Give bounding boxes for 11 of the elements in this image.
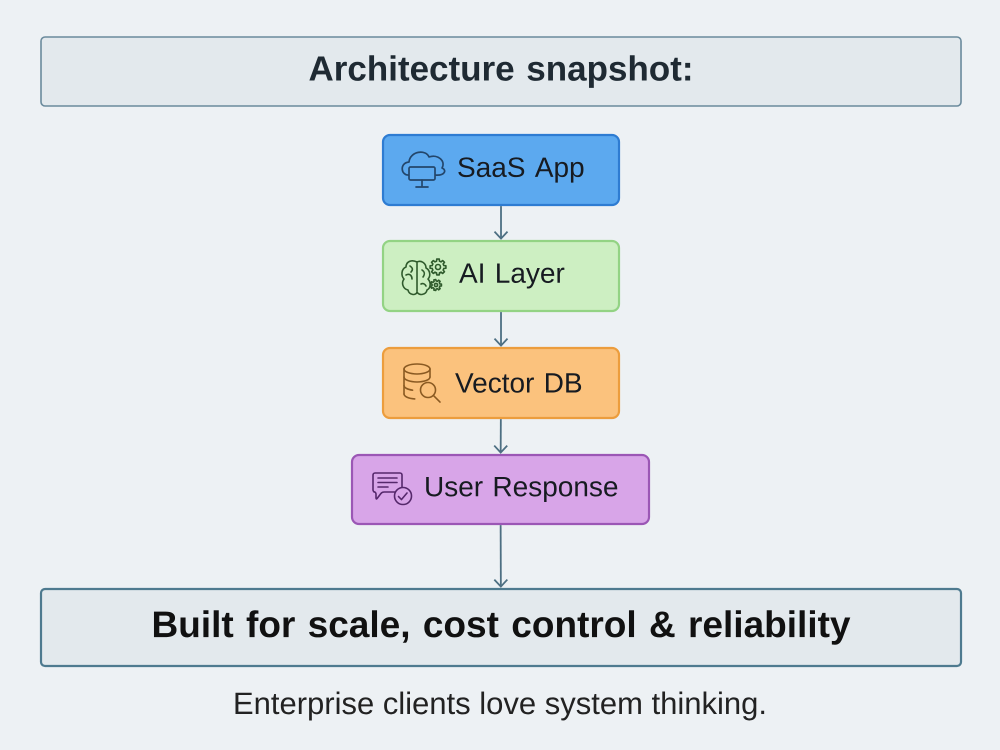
arrow: [494, 206, 508, 240]
arrow: [494, 312, 508, 347]
summary-banner: Built for scale, cost control & reliability: [40, 588, 962, 668]
process-box: User Response: [350, 454, 650, 526]
process-box: SaaS App: [382, 134, 620, 206]
arrow: [494, 525, 508, 588]
arrow: [494, 419, 508, 454]
caption-text: Enterprise clients love system thinking.: [236, 692, 764, 720]
process-box: Vector DB: [382, 346, 620, 420]
heading-box: Architecture snapshot:: [40, 36, 962, 107]
process-box: AI Layer: [382, 240, 620, 312]
